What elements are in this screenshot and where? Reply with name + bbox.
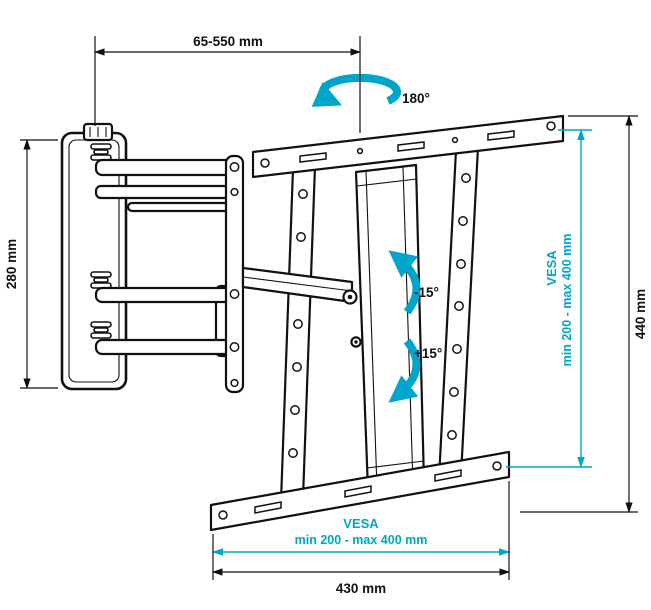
tv-bracket-frame	[209, 114, 565, 532]
tilt-up-label: -15°	[414, 285, 439, 300]
dimension-bracket-height: 440 mm	[520, 114, 648, 514]
vesa-title-horizontal: VESA	[343, 516, 379, 531]
dimension-wall-plate-height: 280 mm	[4, 138, 58, 390]
center-column	[354, 163, 426, 492]
tilt-down-label: +15°	[414, 346, 442, 361]
bracket-width-label: 430 mm	[336, 581, 386, 596]
pivot-washers-top	[90, 143, 112, 161]
pivot-washers-bottom	[90, 321, 112, 339]
dimension-vesa-horizontal: VESA min 200 - max 400 mm	[211, 516, 511, 556]
vesa-range-horizontal: min 200 - max 400 mm	[295, 533, 428, 547]
tilt-up-arrow-icon	[388, 250, 421, 315]
bracket-height-label: 440 mm	[633, 289, 648, 339]
dimension-vesa-vertical: VESA min 200 - max 400 mm	[506, 128, 592, 469]
articulating-arm	[90, 143, 362, 394]
vesa-title-vertical: VESA	[544, 250, 559, 286]
dimension-bracket-width: 430 mm	[211, 481, 511, 596]
left-vesa-rail	[279, 164, 317, 503]
pivot-washers-middle	[90, 271, 112, 289]
vesa-range-vertical: min 200 - max 400 mm	[560, 234, 574, 367]
right-vesa-rail	[437, 145, 480, 481]
swivel-angle-label: 180°	[402, 91, 430, 106]
tilt-down-arrow-icon	[388, 338, 421, 403]
extension-range-label: 65-550 mm	[193, 34, 263, 49]
dimension-extension-range: 65-550 mm	[93, 34, 362, 133]
wall-plate-height-label: 280 mm	[4, 239, 19, 289]
